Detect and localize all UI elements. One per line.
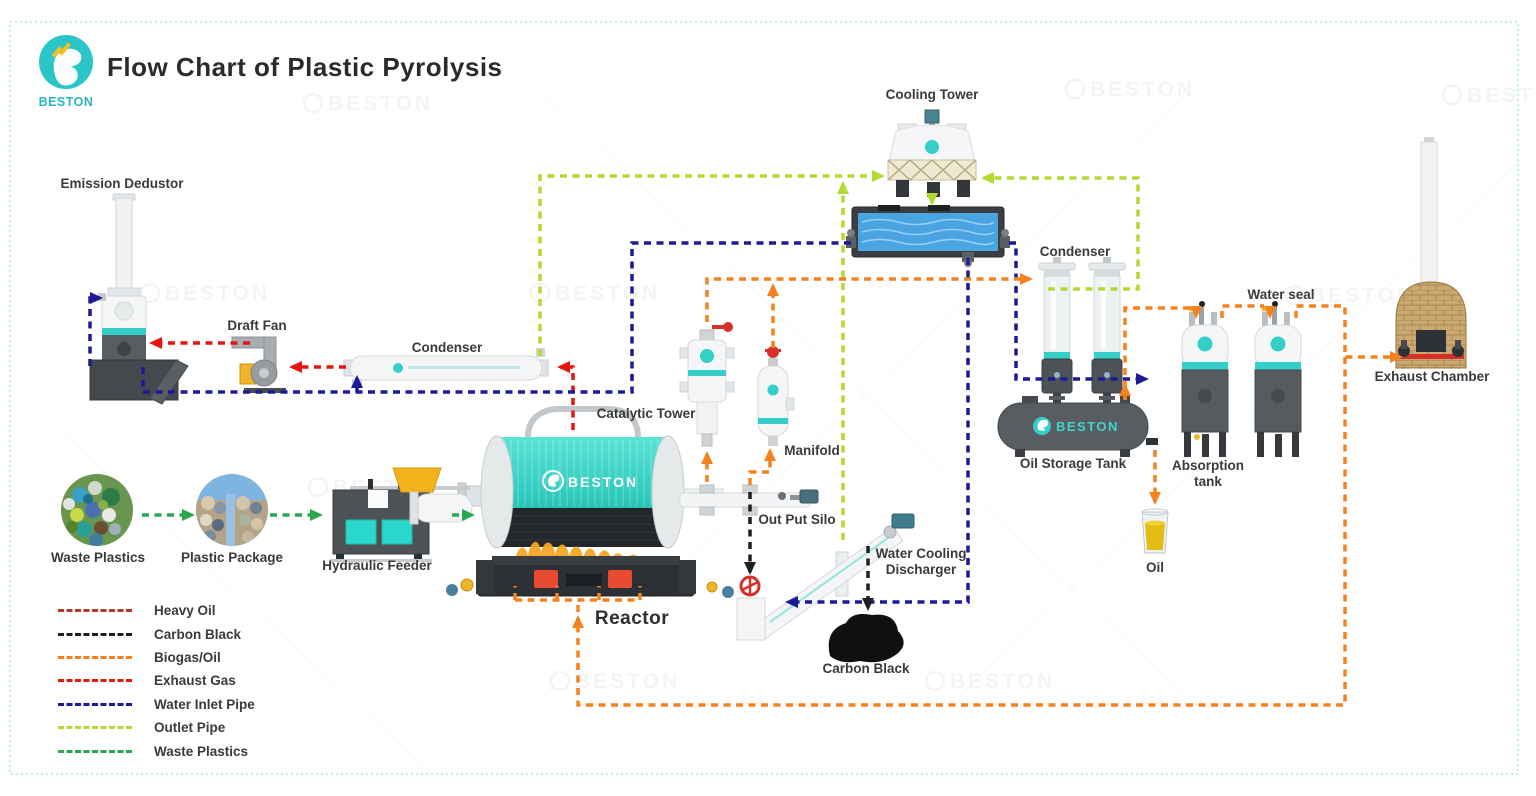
svg-text:BESTON: BESTON — [950, 670, 1055, 693]
label-condenser-right: Condenser — [1039, 244, 1111, 259]
svg-text:BESTON: BESTON — [1467, 84, 1536, 107]
label-waste-plastics: Waste Plastics — [50, 550, 146, 565]
legend: Heavy Oil Carbon Black Biogas/Oil Exhaus… — [58, 599, 255, 763]
label-exhaust-chamber: Exhaust Chamber — [1374, 369, 1490, 384]
cooling-tower — [887, 109, 977, 197]
page-title: Flow Chart of Plastic Pyrolysis — [107, 52, 503, 82]
logo-brand-text: BESTON — [39, 95, 94, 109]
label-water-cooling-discharger: Water Cooling Discharger — [875, 546, 967, 577]
carbon-black-pile — [828, 614, 904, 663]
legend-item-outlet-pipe: Outlet Pipe — [58, 716, 255, 739]
plastic-package-photo — [196, 474, 268, 546]
label-catalytic-tower: Catalytic Tower — [596, 406, 696, 421]
label-manifold: Manifold — [784, 443, 840, 458]
svg-text:BESTON: BESTON — [575, 670, 680, 693]
oil-beaker — [1141, 508, 1169, 554]
legend-label: Exhaust Gas — [154, 673, 236, 689]
legend-swatch-heavy-oil — [58, 609, 132, 613]
label-out-put-silo: Out Put Silo — [758, 512, 836, 527]
legend-swatch-outlet-pipe — [58, 726, 132, 730]
label-water-seal: Water seal — [1247, 287, 1315, 302]
pipes-outlet — [538, 170, 1140, 540]
legend-item-water-inlet: Water Inlet Pipe — [58, 693, 255, 716]
svg-text:BESTON: BESTON — [555, 282, 660, 305]
label-condenser-left: Condenser — [411, 340, 483, 355]
legend-swatch-water-inlet — [58, 702, 132, 706]
svg-text:BESTON: BESTON — [328, 92, 433, 115]
legend-label: Heavy Oil — [154, 603, 216, 619]
legend-item-biogas-oil: Biogas/Oil — [58, 646, 255, 669]
svg-text:BESTON: BESTON — [568, 474, 638, 490]
exhaust-chamber — [1395, 137, 1467, 369]
legend-swatch-carbon-black — [58, 632, 132, 636]
svg-text:BESTON: BESTON — [1090, 78, 1195, 101]
legend-swatch-exhaust-gas — [58, 679, 132, 683]
label-plastic-package: Plastic Package — [180, 550, 284, 565]
water-seal-tank — [1254, 301, 1302, 457]
waste-plastics-photo — [61, 474, 133, 546]
legend-label: Biogas/Oil — [154, 649, 221, 665]
label-cooling-tower: Cooling Tower — [885, 87, 979, 102]
legend-label: Outlet Pipe — [154, 720, 226, 736]
legend-item-carbon-black: Carbon Black — [58, 622, 255, 645]
label-hydraulic-feeder: Hydraulic Feeder — [322, 558, 432, 573]
legend-swatch-waste-plastics — [58, 749, 132, 753]
water-cooling-discharger — [736, 513, 915, 641]
pipes-exhaust-gas — [149, 337, 575, 430]
draft-fan — [231, 336, 286, 393]
out-put-silo — [679, 484, 819, 516]
catalytic-tower — [679, 322, 735, 447]
label-draft-fan: Draft Fan — [227, 318, 287, 333]
label-oil: Oil — [1145, 560, 1165, 575]
cooling-pool — [846, 205, 1010, 267]
label-oil-storage-tank: Oil Storage Tank — [1019, 456, 1127, 471]
pipes-water-inlet — [88, 241, 1149, 608]
absorption-tank — [1181, 301, 1229, 457]
legend-item-heavy-oil: Heavy Oil — [58, 599, 255, 622]
reactor: BESTON — [446, 406, 734, 598]
svg-text:BESTON: BESTON — [1310, 284, 1415, 307]
svg-text:BESTON: BESTON — [165, 282, 270, 305]
condenser-right-pair — [1038, 257, 1126, 405]
manifold — [757, 346, 795, 446]
beston-watermarks: BESTON BESTON BESTON BESTON BESTON BESTO… — [139, 78, 1536, 693]
emission-dedustor — [89, 193, 189, 405]
legend-item-waste-plastics: Waste Plastics — [58, 739, 255, 762]
pipes-carbon-black — [744, 492, 874, 611]
hydraulic-feeder — [330, 467, 473, 562]
label-carbon-black: Carbon Black — [822, 661, 910, 676]
svg-text:BESTON: BESTON — [1056, 419, 1119, 434]
background-diagonals — [59, 94, 1521, 773]
beston-logo: BESTON — [39, 35, 94, 109]
label-emission-dedustor: Emission Dedustor — [60, 176, 184, 191]
label-reactor: Reactor — [594, 608, 670, 629]
label-absorption-tank: Absorption tank — [1172, 458, 1244, 489]
oil-storage-tank: BESTON — [997, 394, 1158, 457]
legend-label: Water Inlet Pipe — [154, 696, 255, 712]
legend-label: Waste Plastics — [154, 743, 249, 759]
pipes-biogas-oil — [513, 273, 1403, 707]
legend-item-exhaust-gas: Exhaust Gas — [58, 669, 255, 692]
legend-swatch-biogas-oil — [58, 655, 132, 659]
legend-label: Carbon Black — [154, 626, 242, 642]
